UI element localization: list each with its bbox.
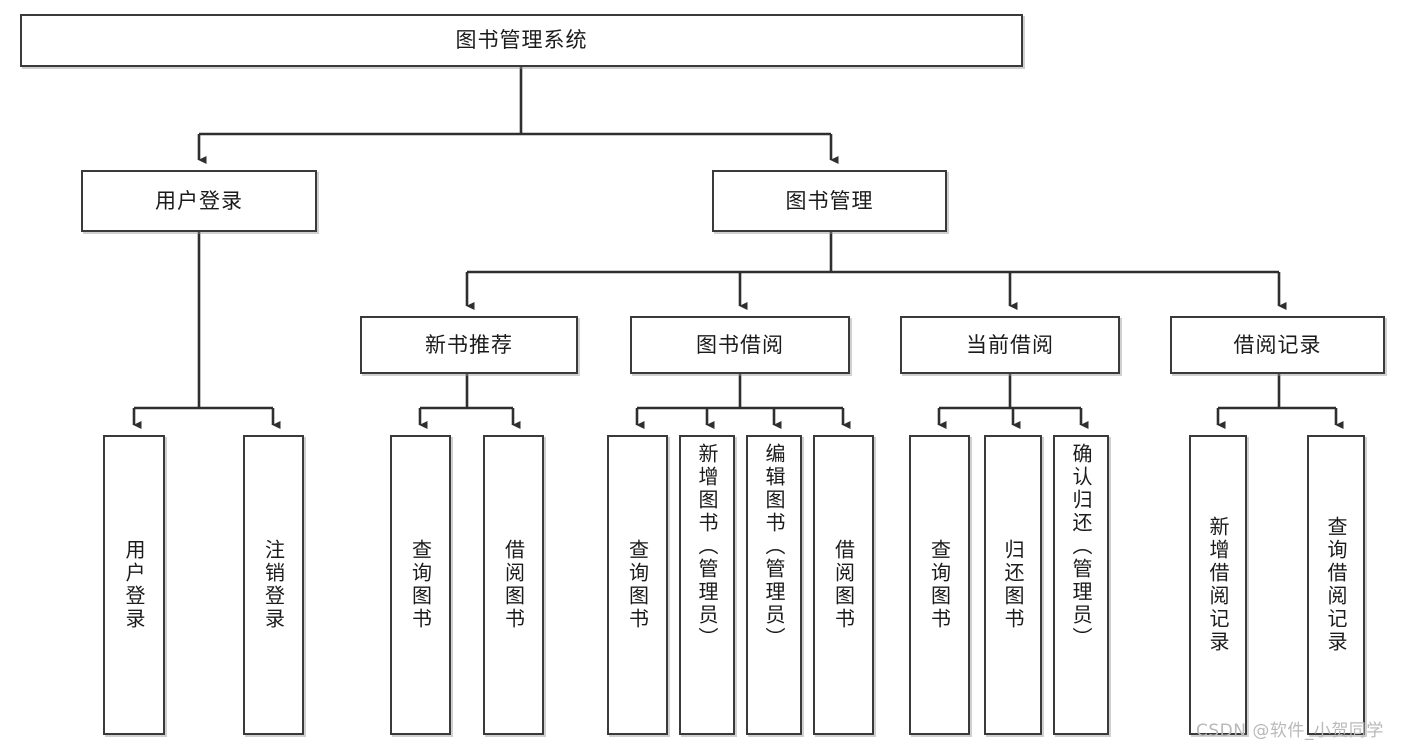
node-leaf-query-record[interactable]: 查询借阅记录 — [1307, 435, 1365, 735]
node-leaf-user-login[interactable]: 用户登录 — [103, 435, 165, 735]
node-label: 用户登录 — [155, 188, 243, 213]
node-leaf-return-book[interactable]: 归还图书 — [984, 435, 1042, 735]
node-label: 确认归还（管理员） — [1069, 443, 1093, 650]
node-book-borrow[interactable]: 图书借阅 — [630, 316, 850, 374]
node-label: 新增图书（管理员） — [695, 443, 719, 650]
node-root-system[interactable]: 图书管理系统 — [20, 14, 1023, 67]
node-leaf-add-record[interactable]: 新增借阅记录 — [1189, 435, 1247, 735]
node-leaf-query-book-rec[interactable]: 查询图书 — [390, 435, 451, 735]
node-label: 注销登录 — [261, 539, 286, 631]
node-label: 借阅图书 — [501, 539, 526, 631]
node-borrow-record[interactable]: 借阅记录 — [1170, 316, 1385, 374]
node-user-login[interactable]: 用户登录 — [81, 170, 317, 232]
node-label: 图书管理 — [785, 188, 874, 213]
node-leaf-borrow-book[interactable]: 借阅图书 — [813, 435, 874, 735]
node-label: 用户登录 — [122, 539, 146, 631]
node-label: 编辑图书（管理员） — [762, 443, 786, 650]
node-leaf-logout[interactable]: 注销登录 — [243, 435, 304, 735]
node-leaf-borrow-book-rec[interactable]: 借阅图书 — [483, 435, 544, 735]
node-new-book-rec[interactable]: 新书推荐 — [360, 316, 578, 374]
node-label: 借阅图书 — [831, 539, 856, 631]
node-label: 图书借阅 — [696, 332, 784, 357]
node-label: 图书管理系统 — [455, 28, 588, 53]
node-leaf-confirm-return[interactable]: 确认归还（管理员） — [1053, 435, 1109, 735]
node-label: 新增借阅记录 — [1206, 516, 1230, 654]
node-label: 当前借阅 — [966, 332, 1054, 357]
watermark-text: CSDN @软件_小贺同学 — [1196, 721, 1384, 741]
node-book-manage[interactable]: 图书管理 — [712, 170, 947, 232]
node-label: 新书推荐 — [425, 332, 513, 357]
node-label: 查询图书 — [625, 539, 650, 631]
node-leaf-add-book[interactable]: 新增图书（管理员） — [679, 435, 735, 735]
node-leaf-query-book-current[interactable]: 查询图书 — [909, 435, 970, 735]
node-current-borrow[interactable]: 当前借阅 — [900, 316, 1120, 374]
node-leaf-edit-book[interactable]: 编辑图书（管理员） — [746, 435, 802, 735]
node-label: 查询图书 — [408, 539, 433, 631]
node-label: 借阅记录 — [1233, 332, 1322, 357]
node-label: 归还图书 — [1001, 539, 1025, 631]
node-label: 查询借阅记录 — [1324, 516, 1348, 654]
node-leaf-query-book-borrow[interactable]: 查询图书 — [607, 435, 668, 735]
node-label: 查询图书 — [927, 539, 952, 631]
